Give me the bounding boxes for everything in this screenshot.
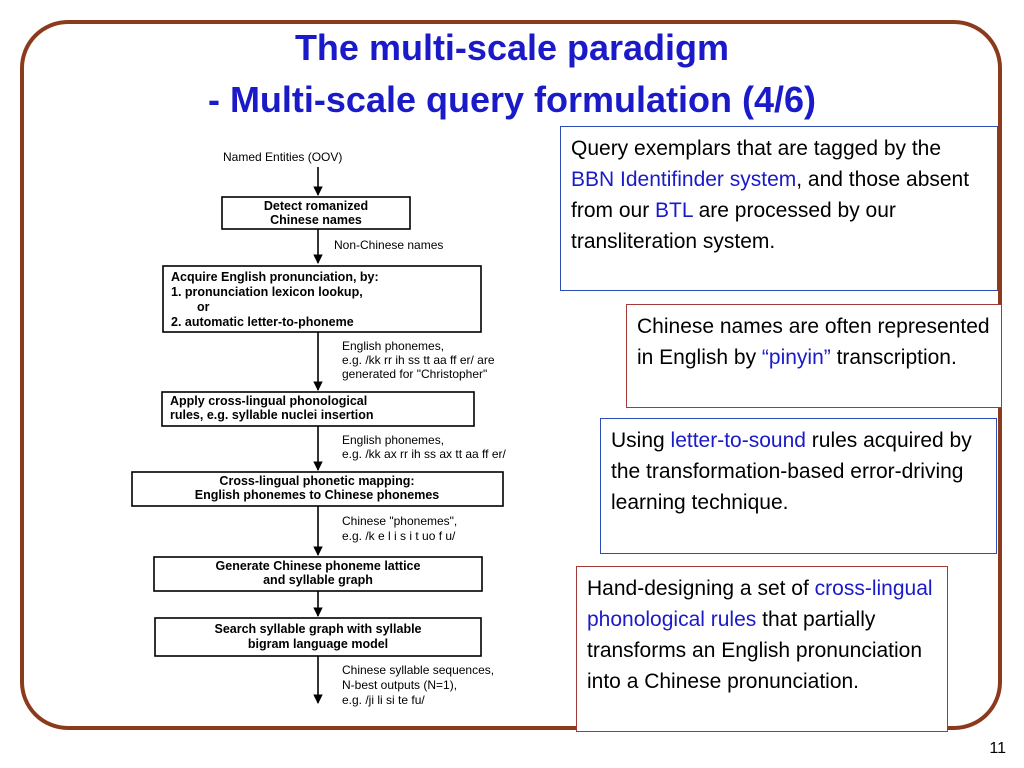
flow-box-apply-rules bbox=[161, 391, 475, 427]
slide-title-line1: The multi-scale paradigm bbox=[294, 27, 730, 68]
flow-note-syllables-line3: e.g. /ji li si te fu/ bbox=[342, 693, 425, 707]
flow-box-search bbox=[154, 617, 482, 657]
flow-box-mapping-line2: English phonemes to Chinese phonemes bbox=[195, 488, 440, 502]
callout-query-exemplars: Query exemplars that are tagged by the B… bbox=[560, 126, 998, 291]
flow-box-acquire bbox=[162, 265, 482, 333]
term-cross-lingual-rules: cross-lingual phonological rules bbox=[587, 577, 933, 631]
term-letter-to-sound: letter-to-sound bbox=[670, 429, 806, 452]
flow-box-acquire-line3: or bbox=[197, 300, 210, 314]
flow-note-eng-phonemes-1-line3: generated for "Christopher" bbox=[342, 367, 487, 381]
flow-note-chinese-phonemes-line2: e.g. /k e l i s i t uo f u/ bbox=[342, 529, 456, 543]
flow-note-syllables-line2: N-best outputs (N=1), bbox=[342, 678, 457, 692]
term-btl: BTL bbox=[655, 199, 693, 222]
callout-pinyin: Chinese names are often represented in E… bbox=[626, 304, 1002, 408]
flow-box-search-line2: bigram language model bbox=[248, 637, 388, 651]
flow-box-acquire-line2: 1. pronunciation lexicon lookup, bbox=[171, 285, 363, 299]
flow-box-acquire-line4: 2. automatic letter-to-phoneme bbox=[171, 315, 354, 329]
flow-box-apply-line2: rules, e.g. syllable nuclei insertion bbox=[170, 408, 374, 422]
flow-box-detect-line2: Chinese names bbox=[270, 213, 362, 227]
flow-box-acquire-line1: Acquire English pronunciation, by: bbox=[171, 270, 379, 284]
callout-letter-to-sound: Using letter-to-sound rules acquired by … bbox=[600, 418, 997, 554]
term-bbn-identifinder: BBN Identifinder system bbox=[571, 168, 797, 191]
flow-note-eng-phonemes-2-line2: e.g. /kk ax rr ih ss ax tt aa ff er/ bbox=[342, 447, 507, 461]
flow-box-lattice-line2: and syllable graph bbox=[263, 573, 373, 587]
flow-note-eng-phonemes-1-line1: English phonemes, bbox=[342, 339, 444, 353]
flow-box-lattice bbox=[153, 556, 483, 592]
callout-phonological-rules: Hand-designing a set of cross-lingual ph… bbox=[576, 566, 948, 732]
flow-box-apply-line1: Apply cross-lingual phonological bbox=[170, 394, 367, 408]
flow-note-non-chinese: Non-Chinese names bbox=[334, 238, 443, 252]
page-number: 11 bbox=[989, 740, 1006, 757]
slide-title-line2: - Multi-scale query formulation (4/6) bbox=[207, 79, 817, 120]
flow-start-label: Named Entities (OOV) bbox=[223, 150, 342, 164]
flow-note-syllables-line1: Chinese syllable sequences, bbox=[342, 663, 494, 677]
term-pinyin: “pinyin” bbox=[761, 346, 831, 369]
flow-box-detect-line1: Detect romanized bbox=[264, 199, 368, 213]
flow-note-eng-phonemes-1-line2: e.g. /kk rr ih ss tt aa ff er/ are bbox=[342, 353, 495, 367]
flow-box-lattice-line1: Generate Chinese phoneme lattice bbox=[216, 559, 421, 573]
flow-note-eng-phonemes-2-line1: English phonemes, bbox=[342, 433, 444, 447]
flow-box-search-line1: Search syllable graph with syllable bbox=[214, 622, 421, 636]
flow-note-chinese-phonemes-line1: Chinese "phonemes", bbox=[342, 514, 457, 528]
flow-box-detect bbox=[221, 196, 411, 230]
flow-box-mapping-line1: Cross-lingual phonetic mapping: bbox=[219, 474, 414, 488]
